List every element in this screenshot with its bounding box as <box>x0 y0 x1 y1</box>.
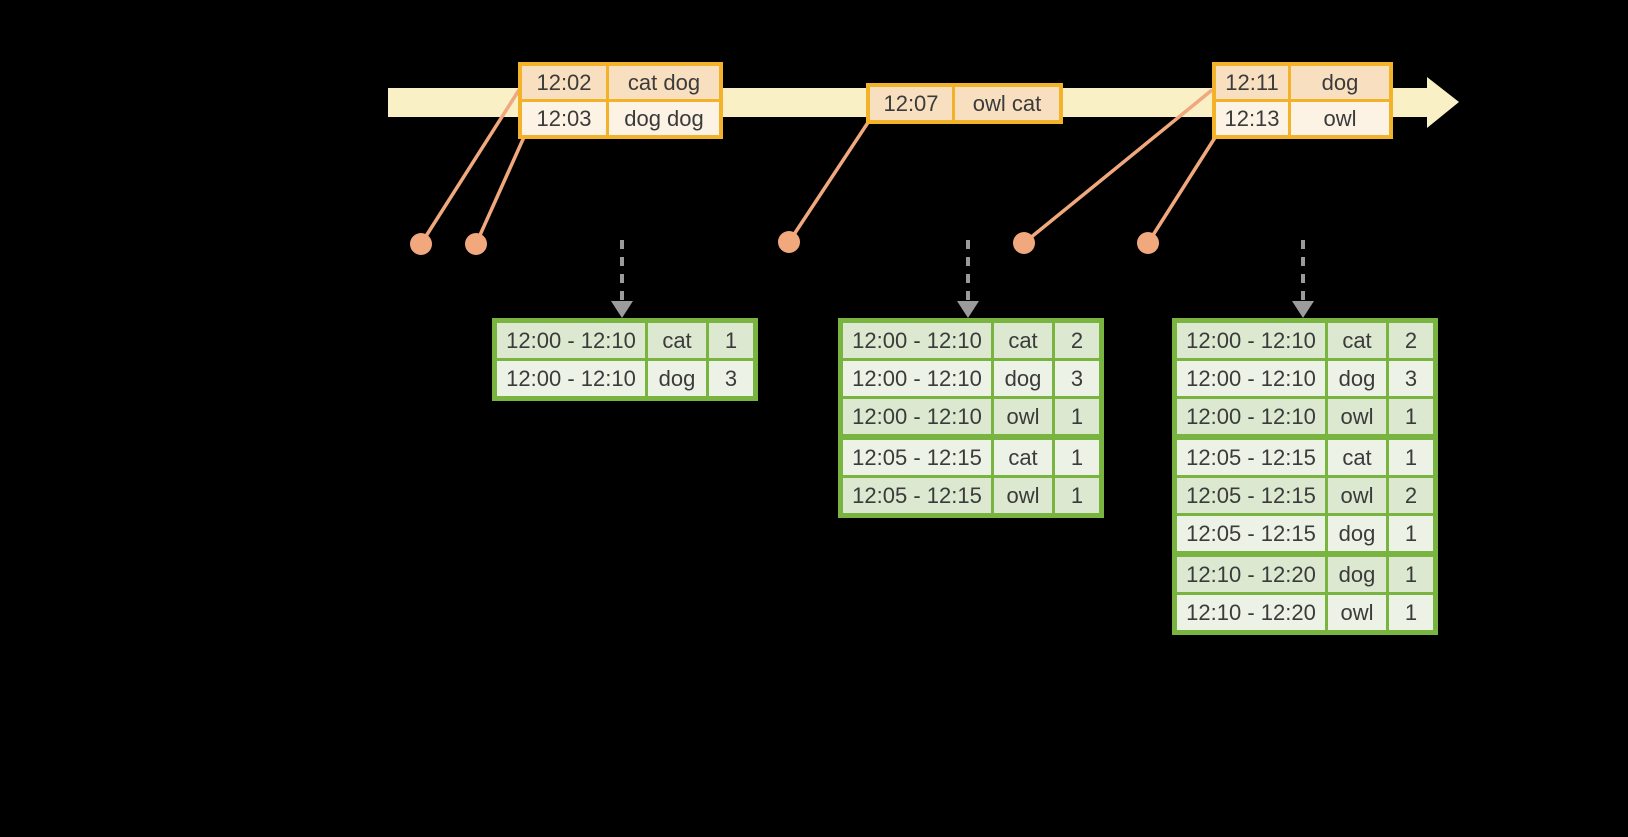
count-cell: 3 <box>706 358 757 400</box>
word-cell: owl <box>991 475 1055 517</box>
count-cell: 1 <box>1052 434 1103 478</box>
word-cell: owl <box>1325 475 1389 516</box>
event-time-cell: 12:13 <box>1212 99 1291 139</box>
trigger-arrow-head <box>1292 301 1314 318</box>
count-cell: 1 <box>1052 396 1103 439</box>
count-cell: 2 <box>1386 319 1437 361</box>
word-cell: dog <box>1325 551 1389 595</box>
event-dot <box>1137 232 1159 254</box>
connector-line <box>474 136 526 245</box>
window-cell: 12:00 - 12:10 <box>1173 396 1328 439</box>
word-cell: cat <box>645 319 709 361</box>
event-time-cell: 12:03 <box>518 99 609 139</box>
window-cell: 12:00 - 12:10 <box>493 358 648 400</box>
window-cell: 12:00 - 12:10 <box>493 319 648 361</box>
window-cell: 12:05 - 12:15 <box>1173 475 1328 516</box>
window-cell: 12:05 - 12:15 <box>839 475 994 517</box>
connector-line <box>787 120 871 243</box>
count-cell: 2 <box>1386 475 1437 516</box>
event-dot <box>778 231 800 253</box>
event-words-cell: dog dog <box>606 99 723 139</box>
trigger-arrow-head <box>957 301 979 318</box>
event-words-cell: owl <box>1288 99 1393 139</box>
count-cell: 1 <box>1386 434 1437 478</box>
count-cell: 2 <box>1052 319 1103 361</box>
event-words-cell: owl cat <box>952 83 1063 124</box>
event-time-cell: 12:02 <box>518 62 609 102</box>
trigger-arrow-head <box>611 301 633 318</box>
word-cell: owl <box>991 396 1055 439</box>
event-dot <box>465 233 487 255</box>
connector-line <box>1146 135 1218 244</box>
word-cell: cat <box>991 434 1055 478</box>
count-cell: 3 <box>1052 358 1103 399</box>
count-cell: 3 <box>1386 358 1437 399</box>
word-cell: dog <box>991 358 1055 399</box>
event-words-cell: cat dog <box>606 62 723 102</box>
window-cell: 12:05 - 12:15 <box>1173 434 1328 478</box>
count-cell: 1 <box>1386 551 1437 595</box>
trigger-arrow <box>957 240 979 318</box>
count-cell: 1 <box>1386 396 1437 439</box>
word-cell: cat <box>1325 319 1389 361</box>
word-cell: cat <box>991 319 1055 361</box>
word-cell: dog <box>1325 513 1389 556</box>
event-dot <box>1013 232 1035 254</box>
window-cell: 12:00 - 12:10 <box>1173 319 1328 361</box>
count-cell: 1 <box>1386 592 1437 634</box>
timeline-arrowhead <box>1427 77 1459 128</box>
event-dot <box>410 233 432 255</box>
event-words-cell: dog <box>1288 62 1393 102</box>
window-cell: 12:10 - 12:20 <box>1173 551 1328 595</box>
window-cell: 12:00 - 12:10 <box>839 319 994 361</box>
word-cell: cat <box>1325 434 1389 478</box>
connector-line <box>1022 88 1214 245</box>
connector-line <box>419 89 521 245</box>
window-cell: 12:00 - 12:10 <box>1173 358 1328 399</box>
count-cell: 1 <box>1386 513 1437 556</box>
word-cell: owl <box>1325 592 1389 634</box>
count-cell: 1 <box>706 319 757 361</box>
word-cell: dog <box>1325 358 1389 399</box>
event-time-cell: 12:11 <box>1212 62 1291 102</box>
window-cell: 12:05 - 12:15 <box>839 434 994 478</box>
window-cell: 12:05 - 12:15 <box>1173 513 1328 556</box>
trigger-arrow <box>1292 240 1314 318</box>
window-cell: 12:10 - 12:20 <box>1173 592 1328 634</box>
trigger-arrow <box>611 240 633 318</box>
window-cell: 12:00 - 12:10 <box>839 358 994 399</box>
event-time-cell: 12:07 <box>866 83 955 124</box>
count-cell: 1 <box>1052 475 1103 517</box>
word-cell: dog <box>645 358 709 400</box>
word-cell: owl <box>1325 396 1389 439</box>
window-cell: 12:00 - 12:10 <box>839 396 994 439</box>
